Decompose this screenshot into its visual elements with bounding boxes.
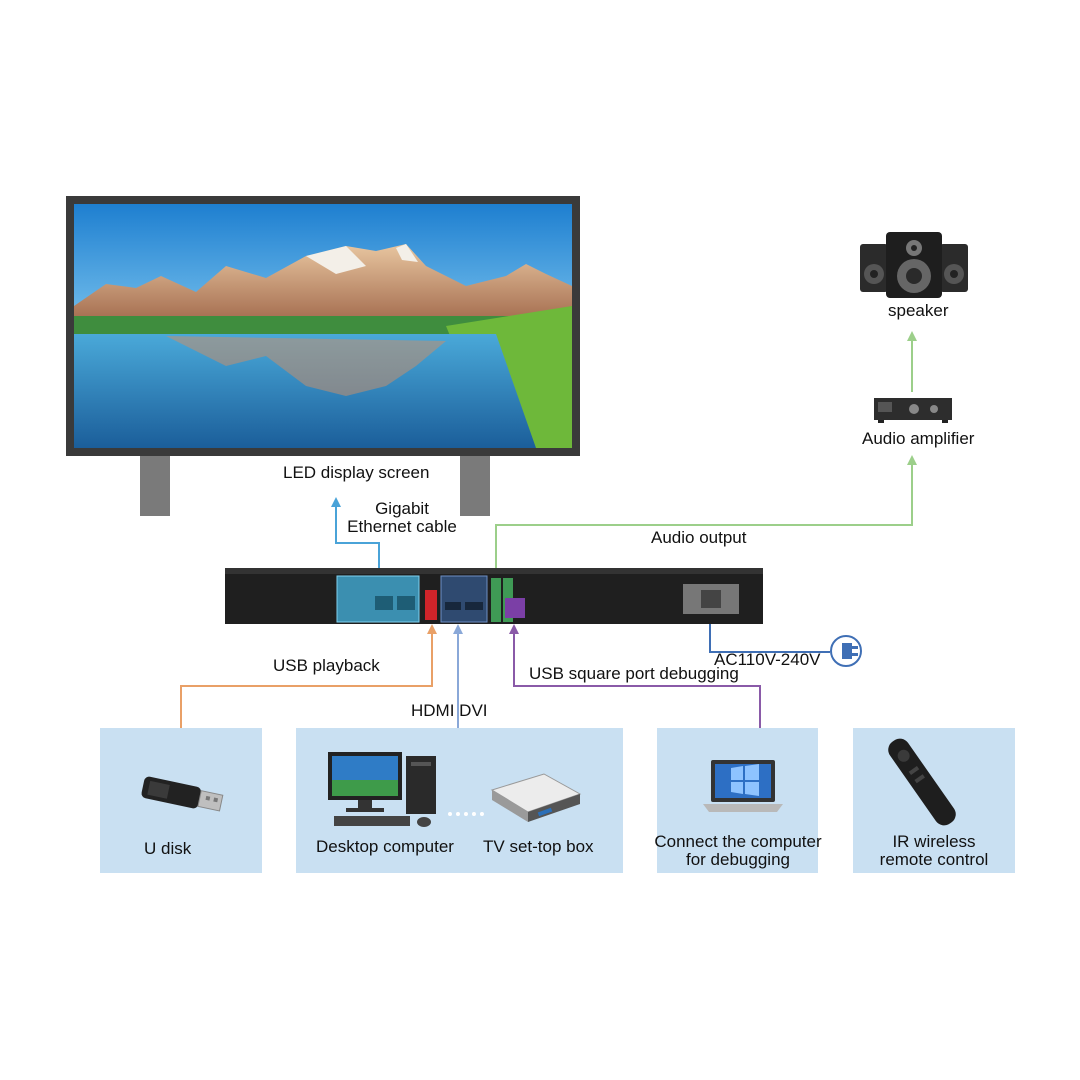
usb-debug-wire	[509, 624, 761, 728]
u-disk-panel: U disk	[100, 728, 262, 873]
desktop-computer-label: Desktop computer	[316, 837, 454, 856]
led-display-screen	[66, 196, 580, 516]
ir-remote-label: IR wireless remote control	[853, 833, 1015, 869]
ir-line1: IR wireless	[892, 832, 976, 851]
set-top-box-icon	[490, 773, 582, 822]
led-display-label: LED display screen	[283, 463, 430, 482]
speaker-label: speaker	[888, 301, 949, 320]
hdmi-dvi-label: HDMI DVI	[411, 701, 488, 720]
ir-line2: remote control	[879, 850, 989, 869]
power-wire	[709, 616, 830, 653]
audio-amplifier-label: Audio amplifier	[862, 429, 975, 448]
audio-output-label: Audio output	[651, 528, 747, 547]
power-label: AC110V-240V	[714, 650, 821, 669]
connect-line1: Connect the computer	[654, 832, 822, 851]
led-screen-icon	[66, 196, 580, 516]
desktop-computer-icon	[328, 752, 436, 827]
usb-square-label: USB square port debugging	[529, 664, 739, 683]
power-plug-icon	[830, 635, 862, 667]
gigabit-line1: Gigabit	[375, 499, 429, 518]
hdmi-wire	[453, 624, 463, 728]
remote-control-icon	[888, 738, 956, 826]
connect-computer-label: Connect the computer for debugging	[637, 833, 839, 869]
tv-box-label: TV set-top box	[483, 837, 594, 856]
remote-panel: IR wireless remote control	[853, 728, 1015, 873]
sources-panel: Desktop computer TV set-top box	[296, 728, 623, 873]
laptop-icon	[703, 760, 783, 812]
usb-drive-icon	[141, 776, 224, 812]
gigabit-ethernet-label: Gigabit Ethernet cable	[344, 500, 460, 536]
u-disk-label: U disk	[144, 839, 192, 858]
usb-playback-label: USB playback	[273, 656, 380, 675]
connect-line2: for debugging	[686, 850, 790, 869]
usb-playback-wire	[180, 624, 437, 728]
amplifier-icon	[874, 398, 952, 423]
audio-wire	[495, 331, 917, 578]
dots-separator	[448, 812, 484, 816]
debug-computer-panel: Connect the computer for debugging	[654, 728, 822, 873]
controller-box-icon	[225, 568, 763, 624]
gigabit-line2: Ethernet cable	[347, 517, 457, 536]
speaker-icon	[860, 232, 968, 298]
